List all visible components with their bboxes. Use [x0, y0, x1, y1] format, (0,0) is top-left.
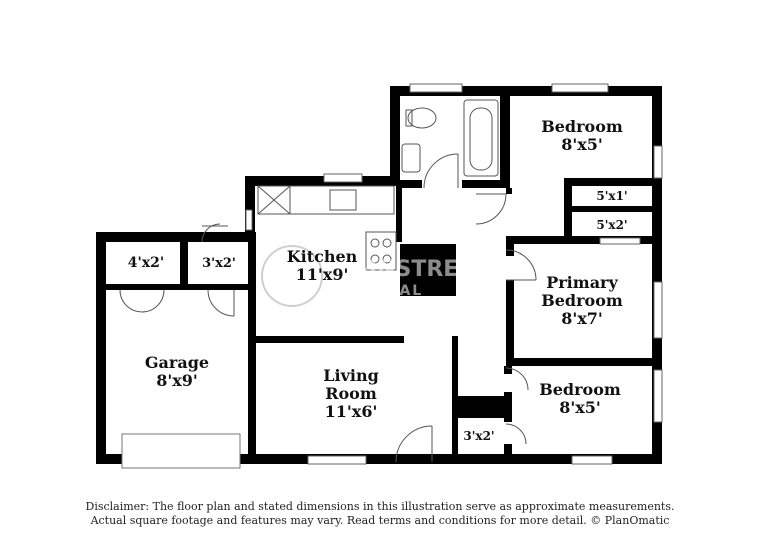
storage-b-dims: 3'x2'	[202, 256, 236, 271]
storage-a-dims: 4'x2'	[128, 255, 164, 271]
kitchen-counter	[257, 185, 395, 215]
living-room-name-2: Room	[325, 384, 377, 403]
bedroom-bottom-name: Bedroom	[539, 380, 621, 399]
garage-name: Garage	[145, 353, 209, 372]
watermark: MAINSTREET RENEWAL	[261, 245, 488, 307]
primary-bedroom-dims: 8'x7'	[561, 309, 603, 328]
closet-b-dims: 5'x2'	[596, 218, 627, 232]
exterior-walls	[96, 86, 662, 464]
door-swings	[119, 153, 537, 463]
primary-bedroom-name-1: Primary	[546, 273, 618, 292]
bedroom-bottom-dims: 8'x5'	[559, 398, 601, 417]
fixtures	[257, 99, 499, 271]
closet-bottom-dims: 3'x2'	[463, 429, 494, 443]
disclaimer-line-2: Actual square footage and features may v…	[90, 514, 670, 527]
interior-walls	[106, 96, 662, 462]
windows	[245, 83, 663, 465]
watermark-brand-sub: RENEWAL	[333, 283, 423, 299]
watermark-brand-main: MAINSTREET	[330, 257, 488, 282]
primary-bedroom-name-2: Bedroom	[541, 291, 623, 310]
living-room-dims: 11'x6'	[325, 402, 378, 421]
kitchen-name: Kitchen	[287, 247, 358, 266]
bathtub	[463, 99, 499, 177]
garage-dims: 8'x9'	[156, 371, 198, 390]
disclaimer-line-1: Disclaimer: The floor plan and stated di…	[85, 500, 675, 513]
sink	[401, 143, 421, 173]
room-labels: Bedroom 8'x5' 5'x1' 5'x2' Primary Bedroo…	[128, 117, 628, 443]
garage-door	[121, 433, 241, 469]
stove	[365, 231, 397, 271]
closet-a-dims: 5'x1'	[596, 189, 627, 203]
kitchen-sink	[329, 189, 357, 211]
kitchen-dims: 11'x9'	[296, 265, 349, 284]
living-room-name-1: Living	[323, 366, 379, 385]
toilet	[407, 107, 437, 129]
bedroom-top-dims: 8'x5'	[561, 135, 603, 154]
bedroom-top-name: Bedroom	[541, 117, 623, 136]
